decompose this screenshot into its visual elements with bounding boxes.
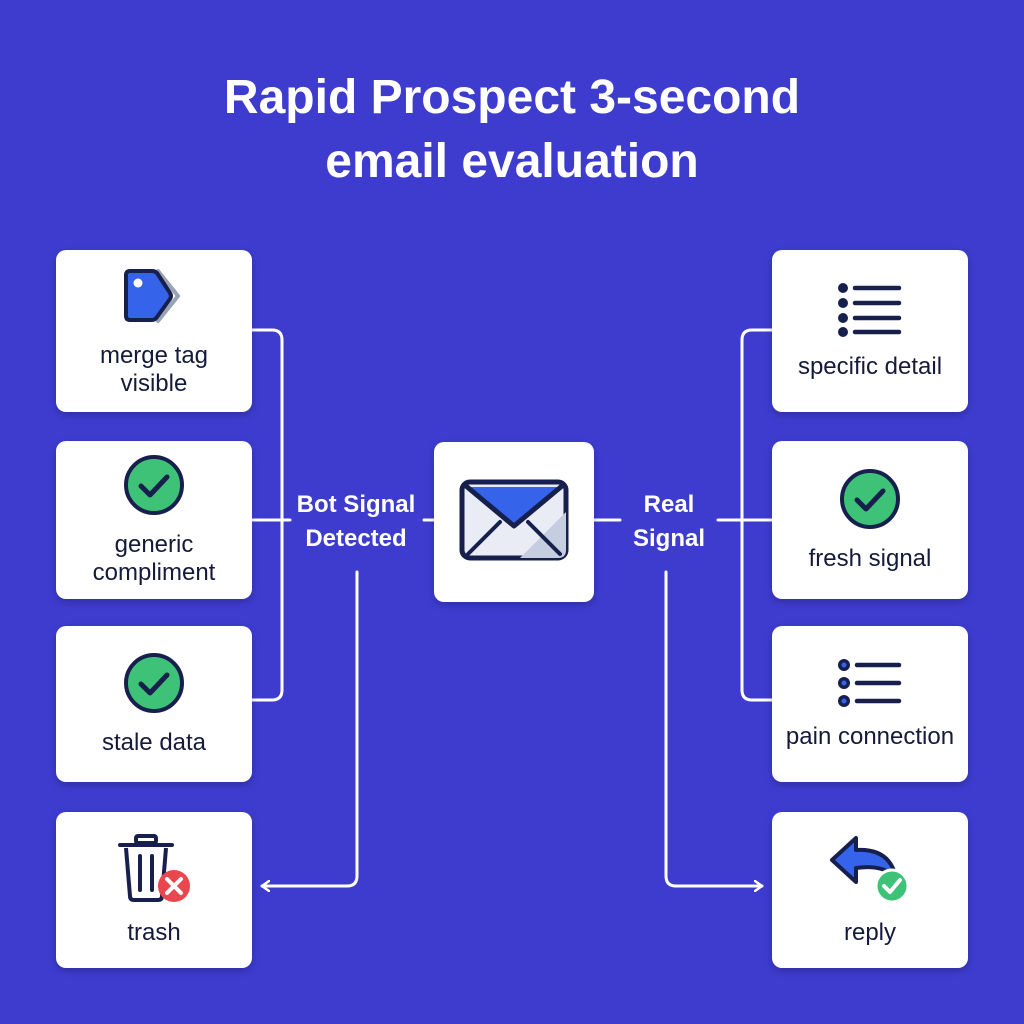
right-bracket-line [740, 328, 774, 702]
real-signal-label: Real Signal [632, 491, 705, 552]
card-label: pain connection [785, 722, 955, 750]
check-circle-icon [123, 454, 185, 521]
title-line-1: Rapid Prospect 3-second [223, 71, 801, 124]
success-badge-icon [874, 868, 910, 903]
card-fresh-signal: fresh signal [772, 441, 968, 599]
tag-icon [118, 265, 190, 332]
card-label: fresh signal [808, 544, 932, 572]
trash-icon [114, 833, 194, 909]
left-bracket-line [250, 328, 284, 702]
check-circle-icon [839, 468, 901, 535]
card-label: stale data [101, 728, 207, 756]
reply-icon [828, 834, 912, 909]
card-generic-compliment: generic compliment [56, 441, 252, 599]
right-arrow-to-reply [664, 570, 764, 886]
card-stale-data: stale data [56, 626, 252, 782]
card-pain-connection: pain connection [772, 626, 968, 782]
page-title: Rapid Prospect 3-second email evaluation [0, 66, 1024, 194]
list-icon [837, 658, 903, 713]
title-line-2: email evaluation [325, 135, 699, 188]
email-card [434, 442, 594, 602]
card-label: generic compliment [92, 530, 216, 586]
left-arrow-to-trash [260, 570, 359, 886]
card-label: trash [127, 918, 181, 946]
card-label: reply [843, 918, 897, 946]
check-circle-icon [123, 652, 185, 719]
error-badge-icon [158, 869, 190, 902]
card-label: merge tag visible [99, 341, 209, 397]
card-reply: reply [772, 812, 968, 968]
envelope-icon [458, 478, 570, 567]
card-label: specific detail [797, 352, 943, 380]
card-trash: trash [56, 812, 252, 968]
card-specific-detail: specific detail [772, 250, 968, 412]
card-merge-tag-visible: merge tag visible [56, 250, 252, 412]
list-icon [837, 282, 903, 343]
bot-signal-label: Bot Signal Detected [296, 491, 416, 552]
